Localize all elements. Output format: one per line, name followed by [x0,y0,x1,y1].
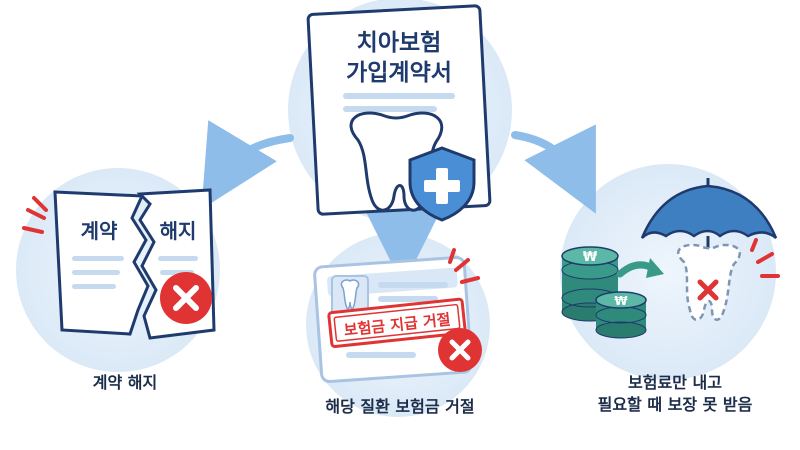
alert-marks-icon [750,238,780,278]
umbrella-icon [640,178,778,252]
caption-claim-rejected: 해당 질환 보험금 거절 [325,397,475,416]
unprotected-tooth-icon [677,243,741,321]
card-text-line [378,296,438,302]
terminated-contract: 계약 해지 [22,188,216,340]
caption-no-coverage-line2: 필요할 때 보장 못 받음 [597,395,753,414]
claim-rejected-card: 보험금 지급 거절 [313,248,482,384]
card-text-line [378,282,448,288]
rejected-stamp: 보험금 지급 거절 [327,297,467,349]
alert-marks-icon [448,248,480,284]
arrow-to-left [201,120,294,210]
arrow-to-right [511,124,596,214]
paper-text-line [72,256,124,261]
contract-title-line1: 치아보험 [357,30,442,56]
card-text-line [346,352,416,358]
paper-text-line [158,256,198,261]
contract-title-line2: 가입계약서 [346,60,452,86]
caption-no-coverage: 보험료만 내고 필요할 때 보장 못 받음 [560,372,790,416]
paper-text-line [72,270,120,275]
contract-text-line [343,106,437,112]
won-symbol: ₩ [583,250,598,265]
torn-paper-left-text: 계약 [81,219,118,243]
alert-marks-icon [22,196,48,234]
caption-no-coverage-line1: 보험료만 내고 [628,373,722,392]
torn-paper-right-text: 해지 [160,219,197,243]
paper-text-line [72,284,116,289]
contract-text-line [343,93,455,99]
premium-without-coverage: ₩ ₩ [561,178,780,339]
red-x-icon [697,279,719,301]
small-tooth-icon [340,279,360,310]
caption-contract-termination: 계약 해지 [92,373,158,392]
torn-paper-left [53,190,150,336]
won-symbol: ₩ [614,294,628,308]
insurance-contract-document: 치아보험 가입계약서 [306,4,492,222]
coin-stack-icon: ₩ [595,291,647,339]
